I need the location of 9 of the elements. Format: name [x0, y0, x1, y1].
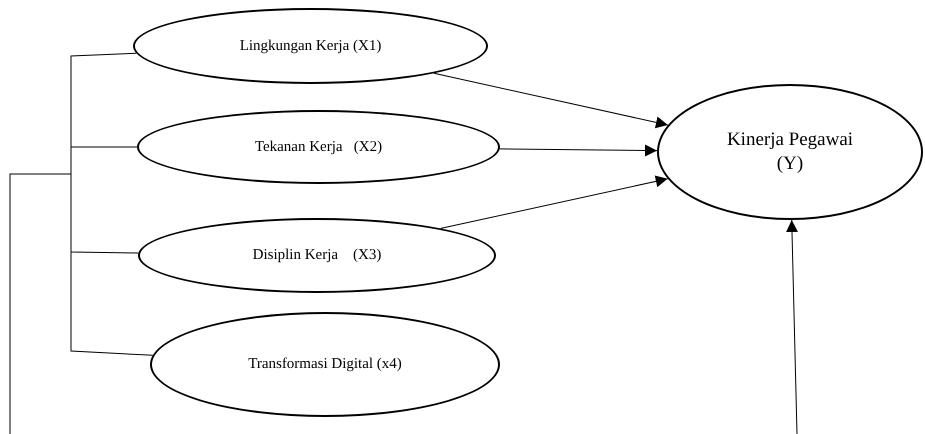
variable-label: Lingkungan Kerja (X1) — [240, 36, 382, 56]
arrow — [440, 176, 668, 229]
arrow — [786, 220, 798, 434]
variable-label: Disiplin Kerja (X3) — [252, 246, 382, 265]
arrow — [499, 144, 658, 156]
variable-label: Tekanan Kerja (X2) — [254, 138, 382, 156]
arrow — [434, 72, 668, 128]
variable-label: Kinerja Pegawai (Y) — [726, 128, 854, 176]
variable-label: Transformasi Digital (x4) — [248, 355, 402, 374]
